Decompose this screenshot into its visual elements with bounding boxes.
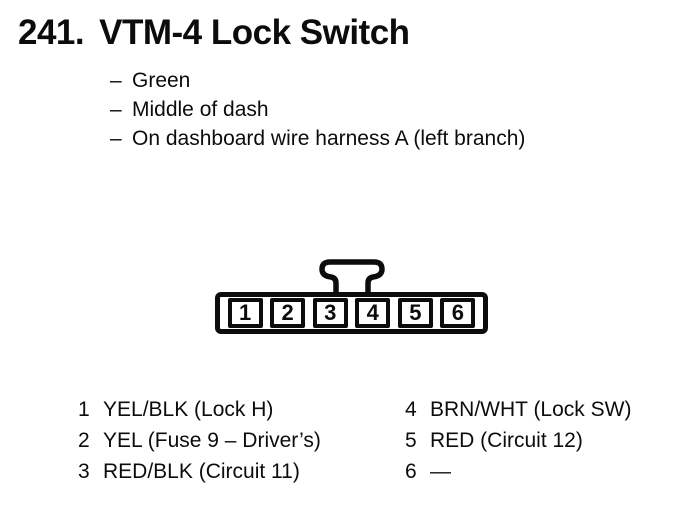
pin-row: 1 YEL/BLK (Lock H) xyxy=(78,394,321,425)
pin-row: 2 YEL (Fuse 9 – Driver’s) xyxy=(78,425,321,456)
connector-lock-tab-icon xyxy=(319,259,385,296)
connector-cavity-1: 1 xyxy=(227,298,263,328)
detail-item: – On dashboard wire harness A (left bran… xyxy=(110,124,525,153)
pin-legend-right-column: 4 BRN/WHT (Lock SW) 5 RED (Circuit 12) 6… xyxy=(405,394,631,487)
cavity-number: 5 xyxy=(409,300,422,325)
pin-number: 5 xyxy=(405,429,417,452)
connector-cavity-5: 5 xyxy=(397,298,433,328)
pin-number: 6 xyxy=(405,460,417,483)
connector-cavity-2: 2 xyxy=(270,298,306,328)
pin-row: 5 RED (Circuit 12) xyxy=(405,425,631,456)
pin-number: 4 xyxy=(405,398,417,421)
pin-number: 2 xyxy=(78,429,90,452)
cavity-number: 3 xyxy=(324,300,337,325)
detail-list: – Green – Middle of dash – On dashboard … xyxy=(110,66,525,153)
pin-number: 1 xyxy=(78,398,90,421)
pin-description: RED (Circuit 12) xyxy=(430,429,583,452)
detail-text: Middle of dash xyxy=(132,98,269,121)
section-name: VTM-4 Lock Switch xyxy=(99,13,410,52)
detail-item: – Green xyxy=(110,66,525,95)
pin-description: YEL (Fuse 9 – Driver’s) xyxy=(103,429,321,452)
connector-cavity-3: 3 xyxy=(312,298,348,328)
connector-cavity-6: 6 xyxy=(440,298,476,328)
pin-row: 4 BRN/WHT (Lock SW) xyxy=(405,394,631,425)
connector-cavity-4: 4 xyxy=(355,298,391,328)
pin-legend-left-column: 1 YEL/BLK (Lock H) 2 YEL (Fuse 9 – Drive… xyxy=(78,394,321,487)
cavity-number: 6 xyxy=(451,300,464,325)
pin-row: 6 — xyxy=(405,456,631,487)
cavity-number: 4 xyxy=(366,300,379,325)
pin-description: RED/BLK (Circuit 11) xyxy=(103,460,300,483)
cavity-number: 1 xyxy=(238,300,252,325)
detail-item: – Middle of dash xyxy=(110,95,525,124)
dash-marker: – xyxy=(110,98,122,121)
cavity-number: 2 xyxy=(281,300,294,325)
pin-description: — xyxy=(430,460,451,483)
pin-description: YEL/BLK (Lock H) xyxy=(103,398,274,421)
detail-text: Green xyxy=(132,69,191,92)
dash-marker: – xyxy=(110,69,122,92)
section-number: 241. xyxy=(18,13,85,52)
section-title: 241. VTM-4 Lock Switch xyxy=(18,14,410,52)
pin-description: BRN/WHT (Lock SW) xyxy=(430,398,632,421)
pin-number: 3 xyxy=(78,460,90,483)
dash-marker: – xyxy=(110,127,122,150)
detail-text: On dashboard wire harness A (left branch… xyxy=(132,127,526,150)
pin-row: 3 RED/BLK (Circuit 11) xyxy=(78,456,321,487)
connector-body: 1 2 3 4 5 6 xyxy=(215,292,488,334)
